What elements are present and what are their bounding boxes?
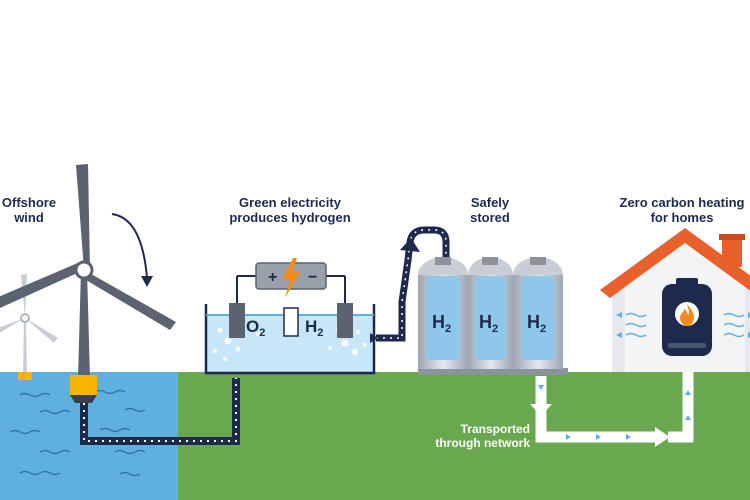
storage-tanks xyxy=(418,257,568,375)
green-electricity-label-line2: produces hydrogen xyxy=(229,210,351,225)
tank-hydrogen-formula-3: H2 xyxy=(527,312,546,335)
offshore-wind-label-line2: wind xyxy=(14,210,44,225)
arrow-icon xyxy=(400,238,420,252)
battery-minus-sign: − xyxy=(308,269,317,286)
transported-label-line1: Transported xyxy=(460,422,530,436)
lightning-icon xyxy=(282,258,300,298)
storage-tank xyxy=(468,257,513,369)
transported-label-line2: through network xyxy=(435,436,530,450)
zero-carbon-heating-label-line2: for homes xyxy=(650,210,714,225)
power-cable xyxy=(80,378,240,445)
waves xyxy=(9,389,146,477)
storage-tank xyxy=(418,257,468,369)
hydrogen-pipe xyxy=(370,226,450,343)
tank-hydrogen-formula-2: H2 xyxy=(479,312,498,335)
boiler-icon xyxy=(662,278,712,356)
storage-tank xyxy=(513,257,563,369)
battery-plus-sign: + xyxy=(268,269,277,286)
transported-label: Transported through network xyxy=(420,422,530,450)
safely-stored-label: Safely stored xyxy=(455,195,525,225)
offshore-wind-label-line1: Offshore xyxy=(1,195,57,210)
tank-hydrogen-formula-1: H2 xyxy=(432,312,451,335)
safely-stored-label-line2: stored xyxy=(470,210,510,225)
oxygen-formula: O2 xyxy=(246,317,265,339)
electrolysis-tank xyxy=(204,275,376,375)
green-electricity-label: Green electricity produces hydrogen xyxy=(215,195,365,225)
rotation-arrow-icon xyxy=(111,213,153,287)
offshore-wind-label: Offshore wind xyxy=(0,195,64,225)
zero-carbon-heating-label: Zero carbon heating for homes xyxy=(612,195,750,225)
green-electricity-label-line1: Green electricity xyxy=(239,195,341,210)
flame-icon xyxy=(680,304,694,326)
network-pipe xyxy=(530,364,694,447)
safely-stored-label-line1: Safely xyxy=(470,195,510,210)
zero-carbon-heating-label-line1: Zero carbon heating xyxy=(619,195,745,210)
wind-turbine-icon xyxy=(0,164,176,403)
hydrogen-formula: H2 xyxy=(305,317,323,339)
